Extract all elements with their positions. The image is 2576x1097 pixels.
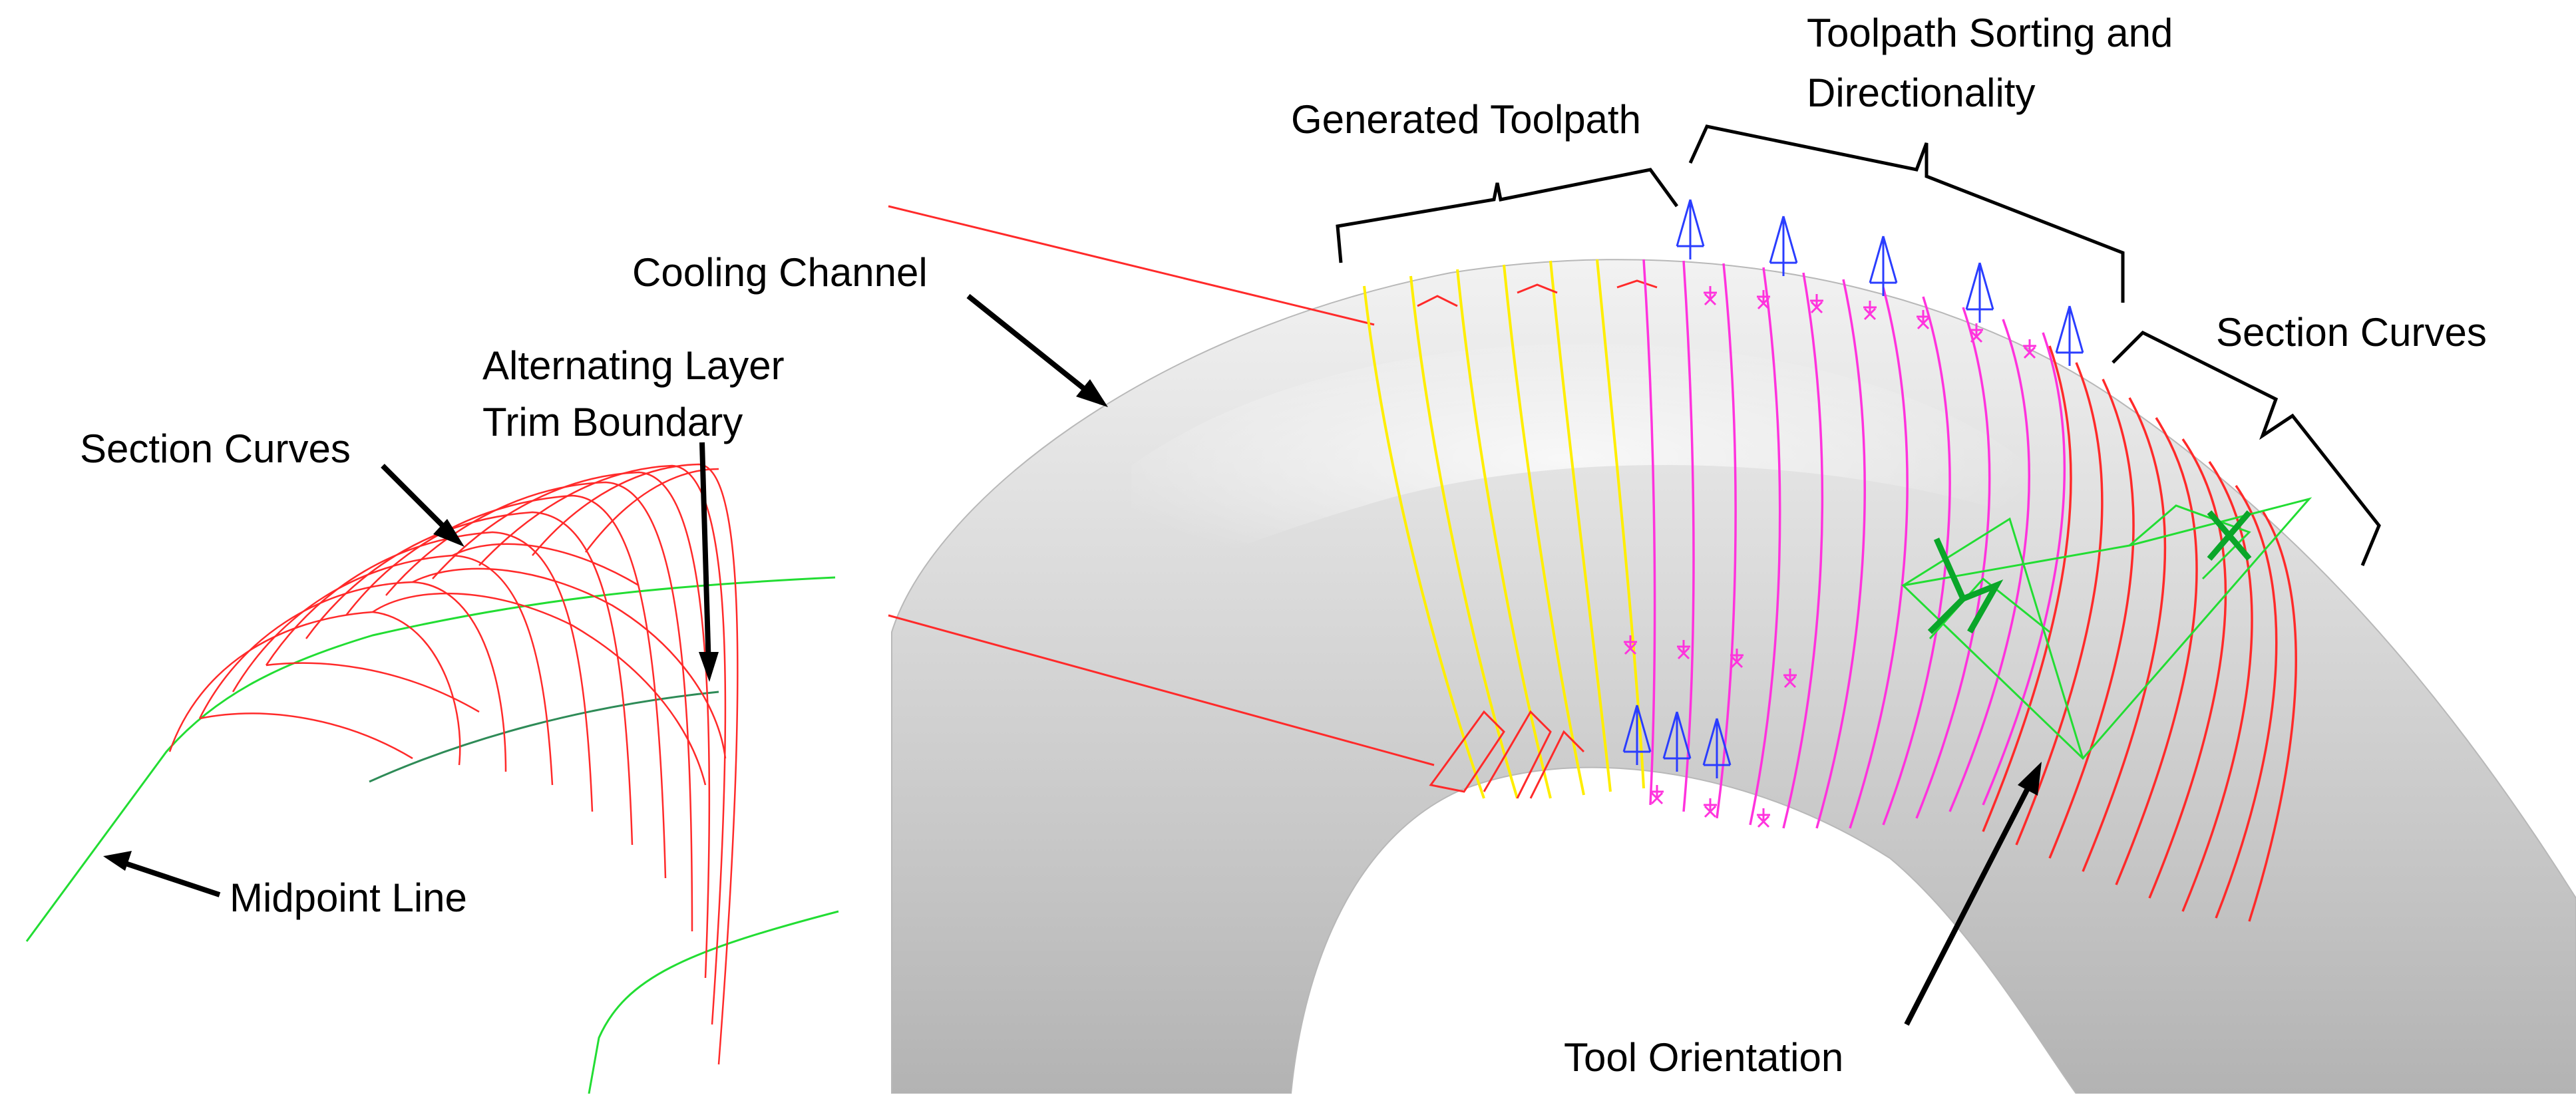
tool-orientation-axes: [1927, 510, 2252, 635]
bracket-generated-toolpath: [1336, 168, 1679, 263]
label-midpoint-line: Midpoint Line: [230, 875, 467, 920]
trim-line-upper: [888, 205, 1375, 326]
arrow-cooling-channel: [966, 293, 1103, 405]
label-section-curves-right: Section Curves: [2216, 310, 2487, 355]
midpoint-line-lower: [588, 910, 839, 1094]
label-generated-toolpath: Generated Toolpath: [1291, 97, 1641, 142]
arrow-trim-boundary: [699, 442, 711, 669]
label-sorting-1: Toolpath Sorting and: [1807, 11, 2173, 55]
section-curves-right: [1982, 345, 2297, 922]
label-cooling-channel: Cooling Channel: [632, 250, 928, 295]
arrowhead-trim-boundary: [699, 652, 719, 682]
bracket-section-curves-right: [2112, 330, 2381, 566]
arrowhead-midpoint-line: [103, 851, 132, 871]
section-curves-schematic: [25, 442, 839, 1094]
arrowhead-cooling-channel: [1076, 379, 1108, 407]
sorted-toolpath-curves: [1642, 259, 2066, 829]
toolpath-zigzag: [1417, 279, 1658, 799]
direction-arrows: [1622, 199, 2084, 778]
trim-boundary-line: [369, 691, 719, 783]
cooling-channel-highlight: [1131, 343, 2096, 599]
cooling-channel-view: [888, 124, 2576, 1094]
toolpath-point-markers: [1624, 286, 2036, 828]
section-curves-left-cross: [199, 543, 727, 786]
trim-line-lower: [888, 614, 1435, 766]
label-sorting-2: Directionality: [1807, 71, 2035, 115]
arrow-tool-orientation: [1904, 770, 2039, 1026]
label-tool-orientation: Tool Orientation: [1564, 1035, 1843, 1080]
arrowhead-tool-orientation: [2018, 762, 2042, 796]
label-section-curves-left: Section Curves: [80, 426, 351, 471]
label-trim-boundary-2: Trim Boundary: [482, 400, 743, 444]
arrow-midpoint-line: [118, 859, 221, 897]
bracket-sorting: [1688, 124, 2125, 303]
arrowhead-section-curves-left: [433, 519, 464, 547]
label-trim-boundary-1: Alternating Layer: [482, 343, 785, 388]
